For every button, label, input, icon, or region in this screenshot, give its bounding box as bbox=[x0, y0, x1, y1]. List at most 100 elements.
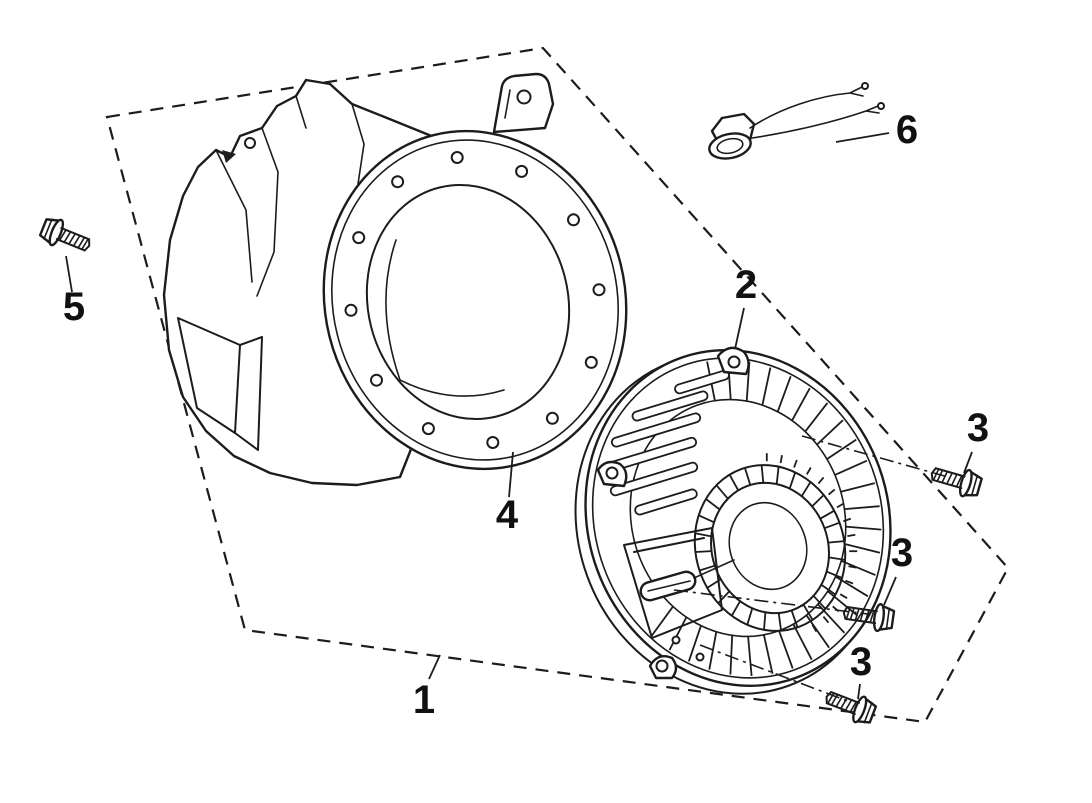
callout-6: 6 bbox=[835, 108, 918, 152]
centerline-bolt-a bbox=[801, 435, 949, 478]
rim-vent-slot bbox=[761, 367, 772, 406]
flange-bolt-a bbox=[926, 459, 985, 502]
rim-vent-slot bbox=[791, 387, 811, 422]
hub-vane bbox=[802, 604, 814, 621]
flange-bolt-hole bbox=[567, 213, 580, 227]
callout-label-3b: 3 bbox=[891, 531, 913, 575]
wire-terminal-2 bbox=[877, 102, 885, 110]
oil-switch-wire-1 bbox=[749, 86, 864, 129]
rim-vent-slot bbox=[729, 635, 734, 675]
fan-cover bbox=[162, 72, 628, 487]
flange-bolt-hole bbox=[515, 164, 529, 178]
face-vent-slot bbox=[836, 502, 845, 509]
callout-label-4: 4 bbox=[496, 493, 519, 537]
callout-label-2: 2 bbox=[735, 263, 757, 307]
hub-vane bbox=[744, 467, 752, 486]
rim-vent-slot bbox=[747, 636, 753, 676]
flange-bolt-hole bbox=[352, 231, 366, 245]
rim-vent-slot bbox=[778, 630, 794, 669]
alignment-arrow-icon bbox=[222, 150, 236, 163]
hub-vane bbox=[812, 595, 827, 610]
face-vent-slot bbox=[811, 624, 818, 633]
fan-cover-flange bbox=[322, 129, 628, 471]
face-vent-slot bbox=[806, 467, 812, 475]
hub-vane bbox=[705, 498, 721, 511]
callout-label-6: 6 bbox=[896, 108, 918, 152]
flange-bolt-hole bbox=[486, 436, 500, 449]
fan-cover-mount-tab bbox=[492, 72, 555, 134]
callout-5: 5 bbox=[63, 255, 85, 329]
starter-handle-bracket bbox=[623, 527, 723, 639]
callout-3b: 3 bbox=[883, 531, 913, 606]
flange-bolt-hole bbox=[545, 411, 559, 425]
flange-bolt-hole bbox=[450, 151, 464, 164]
fan-cover-inner-wall bbox=[385, 239, 505, 397]
rim-vent-slot bbox=[687, 625, 702, 662]
flange-bolt-holes bbox=[344, 151, 606, 449]
leader-line-5 bbox=[65, 255, 73, 293]
wire-terminal-1 bbox=[861, 82, 869, 90]
face-vent-slot bbox=[817, 476, 825, 485]
fan-cover-pocket bbox=[177, 317, 263, 451]
hub-vane bbox=[775, 466, 780, 485]
fan-cover-facet-lines bbox=[215, 95, 365, 297]
rim-vent-slot bbox=[650, 605, 674, 637]
face-vent-slot bbox=[847, 533, 856, 537]
face-vent-slot bbox=[842, 517, 852, 523]
hub-vane bbox=[728, 474, 740, 491]
face-vent-slot bbox=[839, 593, 848, 599]
hub-vane bbox=[820, 583, 837, 596]
hub-vane bbox=[731, 600, 741, 617]
centerline-bolt-b bbox=[673, 589, 869, 615]
hub-vane bbox=[788, 472, 797, 489]
rim-vent-slot bbox=[763, 634, 774, 674]
leader-line-3a bbox=[963, 451, 973, 474]
rim-vent-slot bbox=[845, 525, 882, 531]
hub-vane bbox=[828, 540, 845, 544]
hub-vane bbox=[763, 612, 767, 630]
starter-rim-inner-edge bbox=[591, 357, 885, 679]
oil-switch-wire-2 bbox=[751, 105, 880, 139]
flange-bolt-hole bbox=[592, 283, 606, 297]
hub-vane bbox=[790, 610, 799, 628]
hub-vane bbox=[760, 465, 765, 483]
callout-label-3a: 3 bbox=[967, 406, 989, 450]
rim-vent-slot bbox=[840, 482, 876, 493]
callout-3a: 3 bbox=[963, 406, 989, 474]
hub-vane bbox=[694, 532, 712, 538]
cover-bolt bbox=[37, 213, 96, 260]
flange-bolt-hole bbox=[421, 422, 435, 436]
callout-label-1: 1 bbox=[413, 678, 435, 722]
leader-line-1 bbox=[428, 654, 441, 680]
starter-face-vent-slots bbox=[765, 453, 858, 633]
face-vent-slot bbox=[845, 579, 854, 585]
rim-vent-slot bbox=[844, 505, 880, 510]
callout-3c: 3 bbox=[850, 640, 872, 700]
starter-rope bbox=[693, 559, 735, 579]
starter-mount-ears bbox=[596, 346, 750, 680]
hub-vane bbox=[746, 608, 754, 625]
hub-vane bbox=[777, 612, 782, 631]
rim-vent-slot bbox=[844, 543, 881, 554]
leader-line-4 bbox=[508, 451, 514, 498]
hub-vane bbox=[828, 556, 846, 561]
callout-1: 1 bbox=[413, 654, 441, 722]
hub-vane bbox=[800, 481, 812, 497]
face-vent-slot bbox=[828, 488, 836, 496]
rim-vent-slot bbox=[834, 459, 868, 476]
face-vent-slot bbox=[822, 616, 830, 624]
face-vent-slot bbox=[779, 455, 783, 464]
rim-vent-slot bbox=[817, 603, 846, 634]
leader-line-2 bbox=[734, 307, 745, 350]
callout-label-5: 5 bbox=[63, 285, 85, 329]
face-vent-slot bbox=[793, 459, 798, 468]
leader-line-6 bbox=[835, 132, 890, 143]
recoil-starter bbox=[574, 346, 892, 695]
rim-vent-slot bbox=[840, 559, 876, 576]
starter-handle bbox=[623, 527, 735, 662]
leader-line-3c bbox=[857, 683, 861, 700]
callout-4: 4 bbox=[496, 451, 519, 537]
rim-vent-slot bbox=[816, 419, 844, 446]
hub-vane bbox=[695, 550, 712, 553]
